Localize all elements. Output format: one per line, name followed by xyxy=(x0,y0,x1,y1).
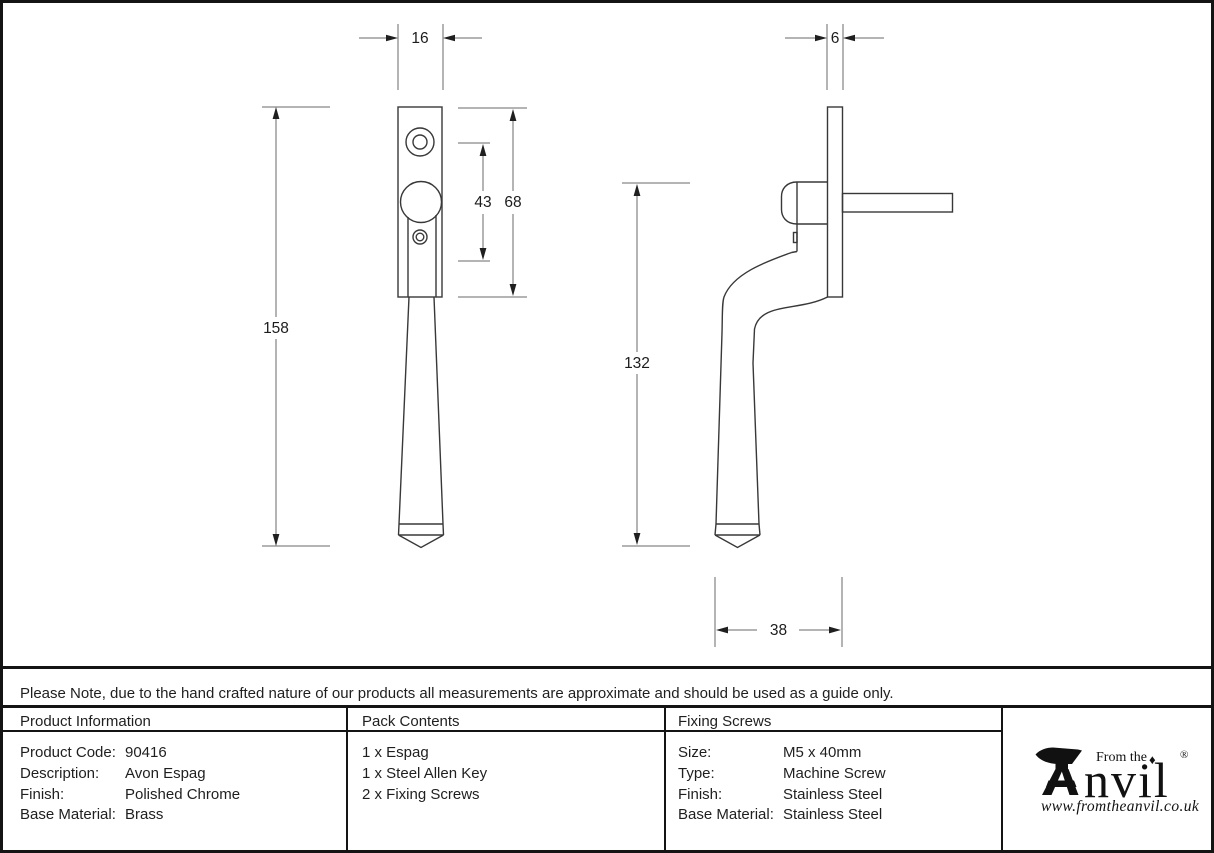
table-row: Finish: Stainless Steel xyxy=(678,785,993,806)
svg-text:132: 132 xyxy=(624,355,650,372)
front-knob xyxy=(399,180,443,224)
svg-text:68: 68 xyxy=(504,194,521,211)
table-row: Type: Machine Screw xyxy=(678,764,993,785)
row-value: Brass xyxy=(125,806,164,824)
front-shaft xyxy=(398,296,444,525)
row-value: Polished Chrome xyxy=(125,785,241,803)
row-value: Stainless Steel xyxy=(783,806,883,824)
list-item: 1 x Steel Allen Key xyxy=(362,764,488,782)
dim-side-handle-height: 132 xyxy=(622,182,690,547)
front-view-drawing xyxy=(397,106,445,549)
dim-front-overall-height: 158 xyxy=(262,106,330,547)
svg-text:43: 43 xyxy=(474,194,491,211)
side-backplate xyxy=(826,106,844,298)
row-label: Finish: xyxy=(20,785,65,803)
logo-brand-text: nvil xyxy=(1084,752,1170,808)
svg-text:6: 6 xyxy=(831,30,840,47)
dim-side-plate-thickness: 6 xyxy=(785,24,884,90)
registered-trademark-icon: ® xyxy=(1180,749,1189,761)
svg-text:38: 38 xyxy=(770,622,787,639)
side-knob xyxy=(780,181,828,225)
table-row: Size: M5 x 40mm xyxy=(678,743,993,764)
side-view-drawing xyxy=(714,106,954,549)
row-value: Stainless Steel xyxy=(783,785,883,803)
row-label: Description: xyxy=(20,764,100,782)
pack-contents-header: Pack Contents xyxy=(362,713,460,730)
anvil-logo: From the ♦ nvil ® www.fromtheanvil.co.uk xyxy=(1005,710,1211,850)
side-shaft-inner xyxy=(752,296,828,525)
front-spear-tip xyxy=(398,534,444,549)
side-shaft-outer xyxy=(715,251,792,525)
table-top-border xyxy=(3,705,1211,708)
table-row: Base Material: Stainless Steel xyxy=(678,805,993,826)
side-grub-screw xyxy=(792,231,798,244)
svg-text:16: 16 xyxy=(411,30,428,47)
side-spindle xyxy=(841,192,954,213)
dim-side-projection: 38 xyxy=(714,577,843,647)
table-row: Product Code: 90416 xyxy=(20,743,340,764)
dim-front-plate-width: 16 xyxy=(359,24,482,90)
row-value: 90416 xyxy=(125,744,167,761)
row-value: Machine Screw xyxy=(783,764,886,782)
row-label: Size: xyxy=(678,744,712,761)
anvil-icon xyxy=(1035,747,1082,795)
side-spear-tip xyxy=(714,534,761,549)
dim-front-screw-centres: 43 xyxy=(458,142,492,262)
note-row-top-border xyxy=(3,666,1211,669)
table-row: Description: Avon Espag xyxy=(20,764,340,785)
list-item: 1 x Espag xyxy=(362,744,429,761)
table-row: Base Material: Brass xyxy=(20,805,340,826)
logo-website-text: www.fromtheanvil.co.uk xyxy=(1041,798,1200,815)
dim-front-plate-height: 68 xyxy=(458,107,527,298)
product-information-header: Product Information xyxy=(20,713,151,730)
diamond-icon: ♦ xyxy=(1149,752,1156,767)
product-information-table: Product Code: 90416 Description: Avon Es… xyxy=(20,743,340,826)
front-top-screw-hole xyxy=(405,127,435,157)
divider-pack-fixing xyxy=(663,705,666,850)
row-label: Type: xyxy=(678,764,715,782)
table-header-bottom-border xyxy=(3,729,1002,732)
fixing-screws-table: Size: M5 x 40mm Type: Machine Screw Fini… xyxy=(678,743,993,826)
front-grub-screw xyxy=(412,229,428,245)
row-label: Base Material: xyxy=(20,806,116,824)
logo-prefix-text: From the xyxy=(1096,750,1147,765)
measurement-disclaimer-note: Please Note, due to the hand crafted nat… xyxy=(20,685,894,702)
table-row: Finish: Polished Chrome xyxy=(20,785,340,806)
pack-contents-list: 1 x Espag 1 x Steel Allen Key 2 x Fixing… xyxy=(362,743,657,805)
row-value: M5 x 40mm xyxy=(783,744,862,761)
row-label: Finish: xyxy=(678,785,723,803)
row-value: Avon Espag xyxy=(125,764,206,782)
technical-drawing: 16 158 43 68 xyxy=(262,24,954,647)
row-label: Product Code: xyxy=(20,744,116,761)
fixing-screws-header: Fixing Screws xyxy=(678,713,772,730)
divider-product-pack xyxy=(345,705,348,850)
divider-fixing-logo xyxy=(1000,705,1003,850)
row-label: Base Material: xyxy=(678,806,774,824)
svg-text:158: 158 xyxy=(263,320,289,337)
list-item: 2 x Fixing Screws xyxy=(362,785,480,803)
